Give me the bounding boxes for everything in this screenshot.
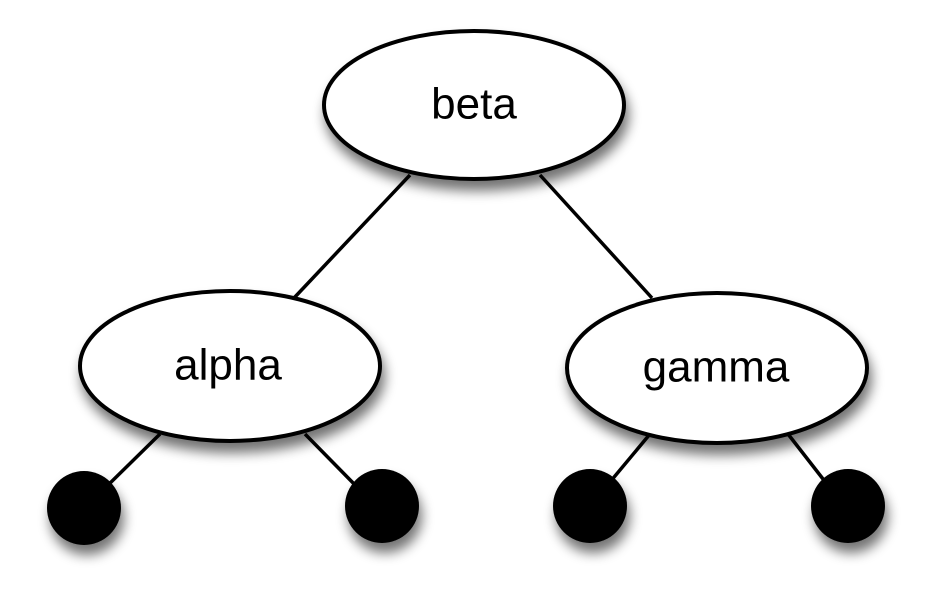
leaf-alpha-left xyxy=(47,471,121,545)
leaf-gamma-left xyxy=(553,469,627,543)
node-alpha-label: alpha xyxy=(174,341,282,390)
node-alpha-ellipse xyxy=(78,289,382,443)
node-gamma-ellipse xyxy=(565,291,869,445)
node-gamma: gamma xyxy=(565,291,869,445)
node-alpha: alpha xyxy=(78,289,382,443)
edge-alpha-leaf-right xyxy=(303,432,362,492)
edges xyxy=(101,173,832,492)
node-beta-label: beta xyxy=(431,80,517,129)
node-beta-ellipse xyxy=(322,29,626,181)
edge-beta-alpha xyxy=(292,173,412,300)
leaf-alpha-right xyxy=(345,469,419,543)
edge-alpha-leaf-left xyxy=(101,432,162,492)
edge-beta-gamma xyxy=(538,173,654,300)
node-gamma-label: gamma xyxy=(643,343,790,392)
leaf-gamma-right xyxy=(811,469,885,543)
node-beta: beta xyxy=(322,29,626,181)
leaves xyxy=(47,469,885,545)
